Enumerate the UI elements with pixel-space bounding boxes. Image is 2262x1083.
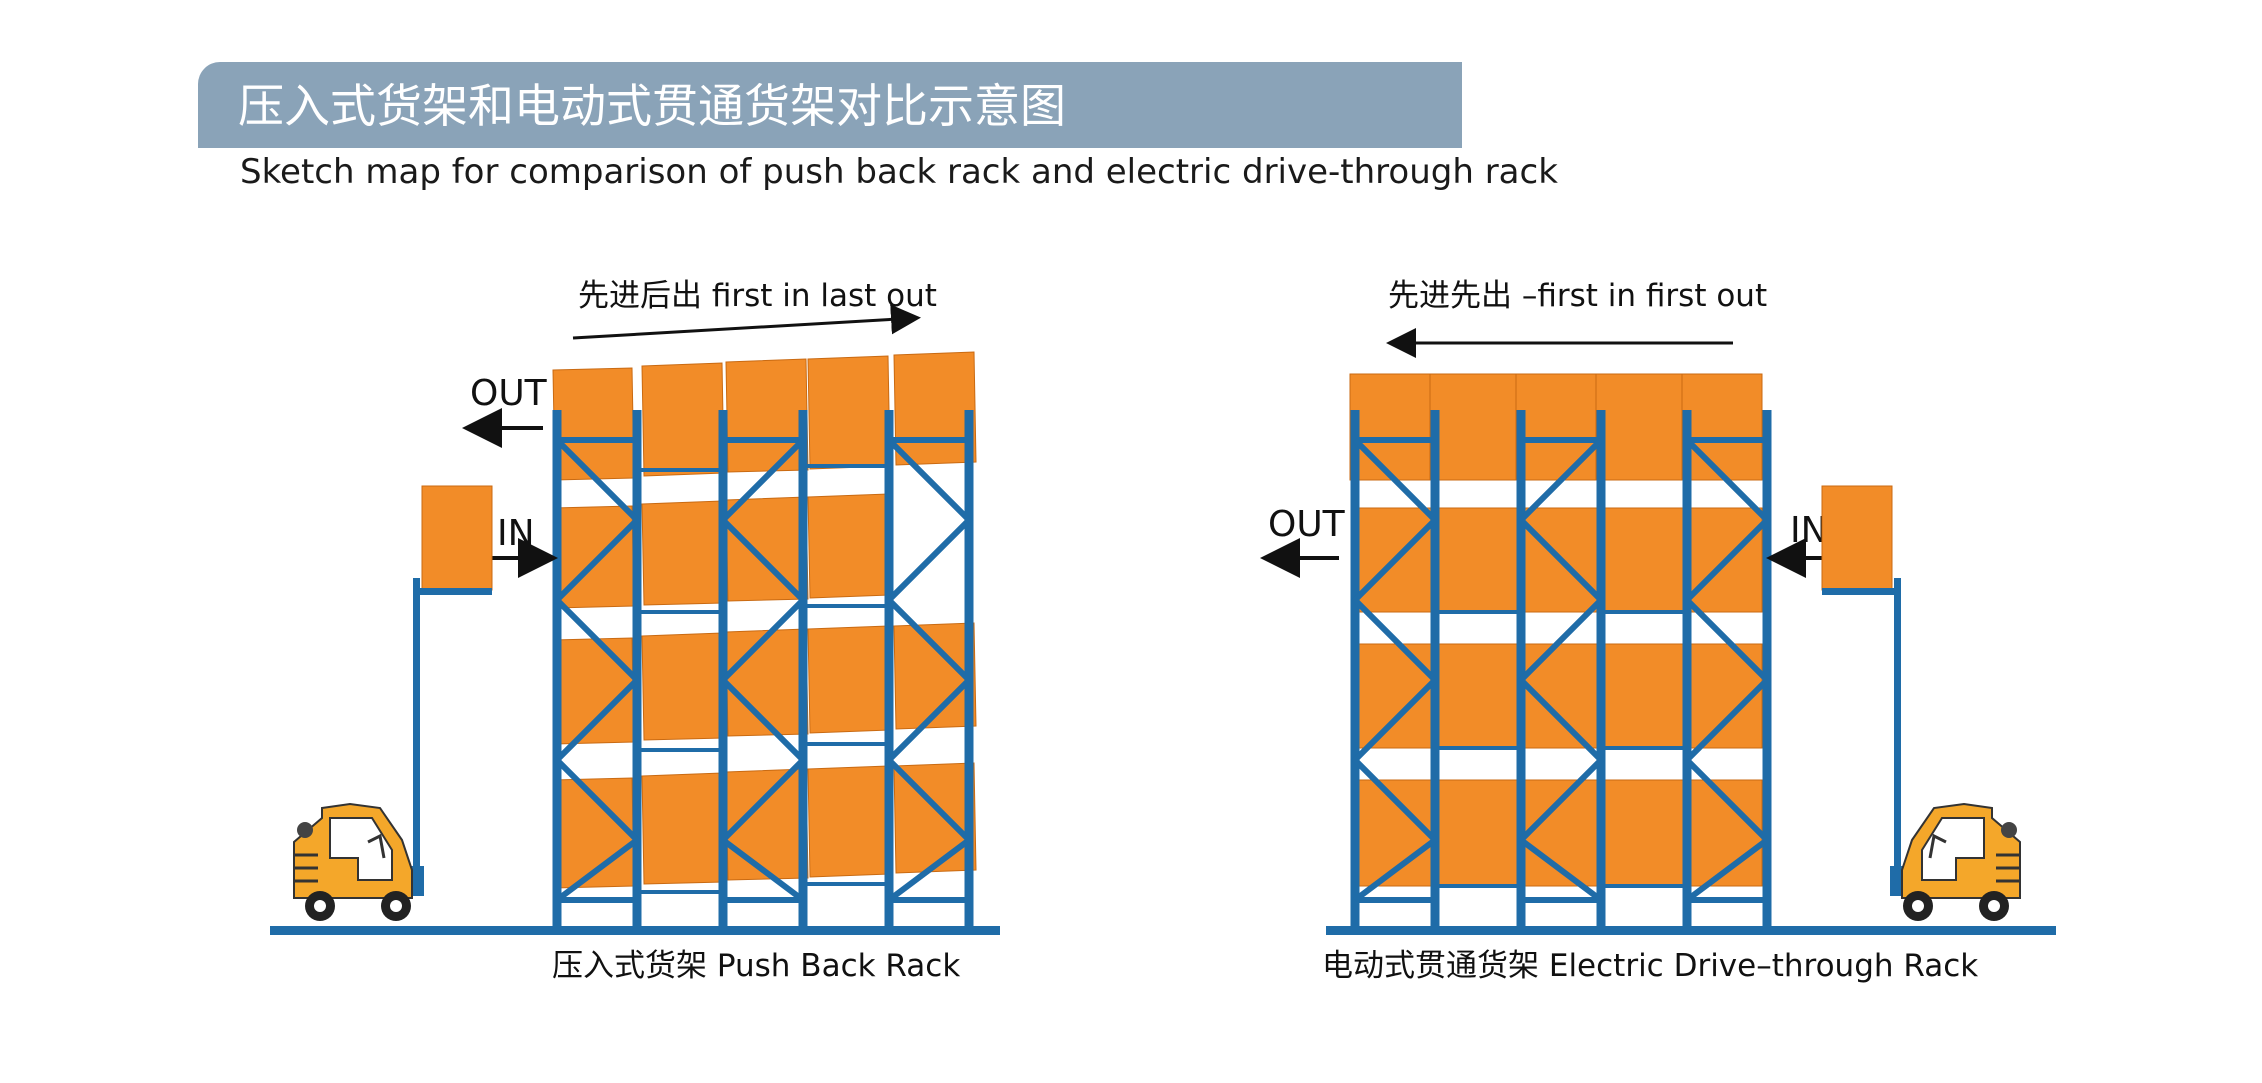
forklift-left	[293, 485, 493, 921]
flow-label: 先进后出 first in last out	[578, 278, 937, 314]
push-back-rack-section: 先进后出 first in last out OUT IN 压入式货架 P	[270, 278, 1000, 984]
rack-frame	[552, 410, 974, 928]
out-label: OUT	[1268, 504, 1346, 545]
flow-arrow	[572, 304, 921, 340]
push-back-caption: 压入式货架 Push Back Rack	[552, 948, 960, 984]
rack-frame	[1350, 410, 1772, 928]
out-label: OUT	[470, 373, 548, 414]
title-chinese: 压入式货架和电动式贯通货架对比示意图	[238, 79, 1066, 133]
title-english: Sketch map for comparison of push back r…	[240, 152, 1558, 192]
flow-label: 先进先出 –first in first out	[1388, 278, 1767, 314]
floor-line	[1326, 926, 2056, 935]
forklift-right	[1821, 485, 2021, 921]
drive-through-caption: 电动式贯通货架 Electric Drive–through Rack	[1322, 948, 1978, 984]
title-bar	[198, 62, 1462, 148]
floor-line	[270, 926, 1000, 935]
drive-through-rack-section: 先进先出 –first in first out OUT IN 电动式贯通	[1260, 278, 2056, 984]
pallets	[552, 351, 977, 889]
in-label: IN	[497, 513, 535, 554]
